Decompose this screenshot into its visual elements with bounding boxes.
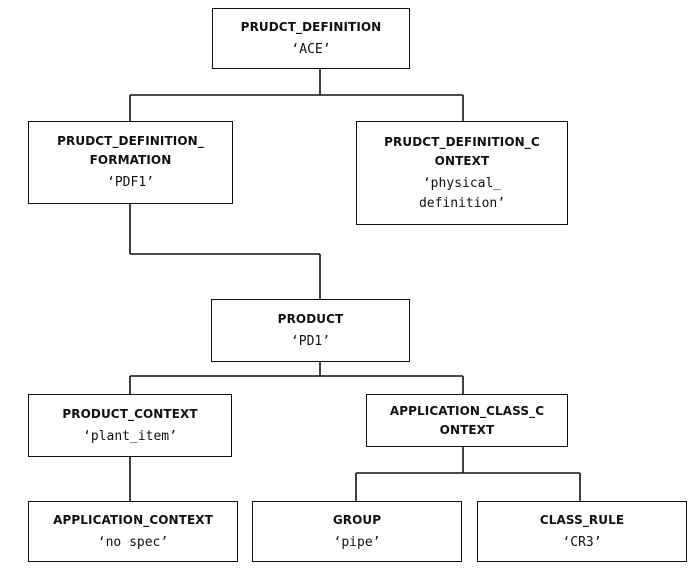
node-value: ‘no spec’ [97, 534, 169, 550]
node-title: APPLICATION_CONTEXT [53, 512, 213, 527]
node-product-definition-context: PRUDCT_DEFINITION_C ONTEXT ‘physical_ de… [356, 121, 568, 225]
node-value: ‘ACE’ [291, 41, 331, 57]
node-product-definition-formation: PRUDCT_DEFINITION_ FORMATION ‘PDF1’ [28, 121, 233, 204]
node-title: PRUDCT_DEFINITION_ FORMATION [57, 134, 204, 167]
node-application-context: APPLICATION_CONTEXT ‘no spec’ [28, 501, 238, 562]
node-title: PRUDCT_DEFINITION [240, 19, 382, 34]
node-title: PRUDCT_DEFINITION_C ONTEXT [384, 134, 540, 168]
node-group: GROUP ‘pipe’ [252, 501, 462, 562]
node-product-definition: PRUDCT_DEFINITION ‘ACE’ [212, 8, 410, 69]
node-title: CLASS_RULE [539, 512, 625, 527]
node-value: ‘plant_item’ [83, 428, 177, 444]
node-title: GROUP [332, 512, 382, 527]
node-title: APPLICATION_CLASS_C ONTEXT [389, 403, 545, 437]
node-class-rule: CLASS_RULE ‘CR3’ [477, 501, 687, 562]
node-value: ‘PD1’ [290, 333, 331, 349]
node-title: PRODUCT [277, 311, 344, 326]
node-value: ‘CR3’ [562, 534, 602, 550]
node-product: PRODUCT ‘PD1’ [211, 299, 410, 362]
node-title: PRODUCT_CONTEXT [62, 406, 198, 421]
node-value: ‘pipe’ [333, 534, 381, 550]
node-value: ‘PDF1’ [107, 175, 154, 190]
node-product-context: PRODUCT_CONTEXT ‘plant_item’ [28, 394, 232, 457]
node-application-class-context: APPLICATION_CLASS_C ONTEXT [366, 394, 568, 447]
node-value: ‘physical_ definition’ [418, 175, 506, 211]
